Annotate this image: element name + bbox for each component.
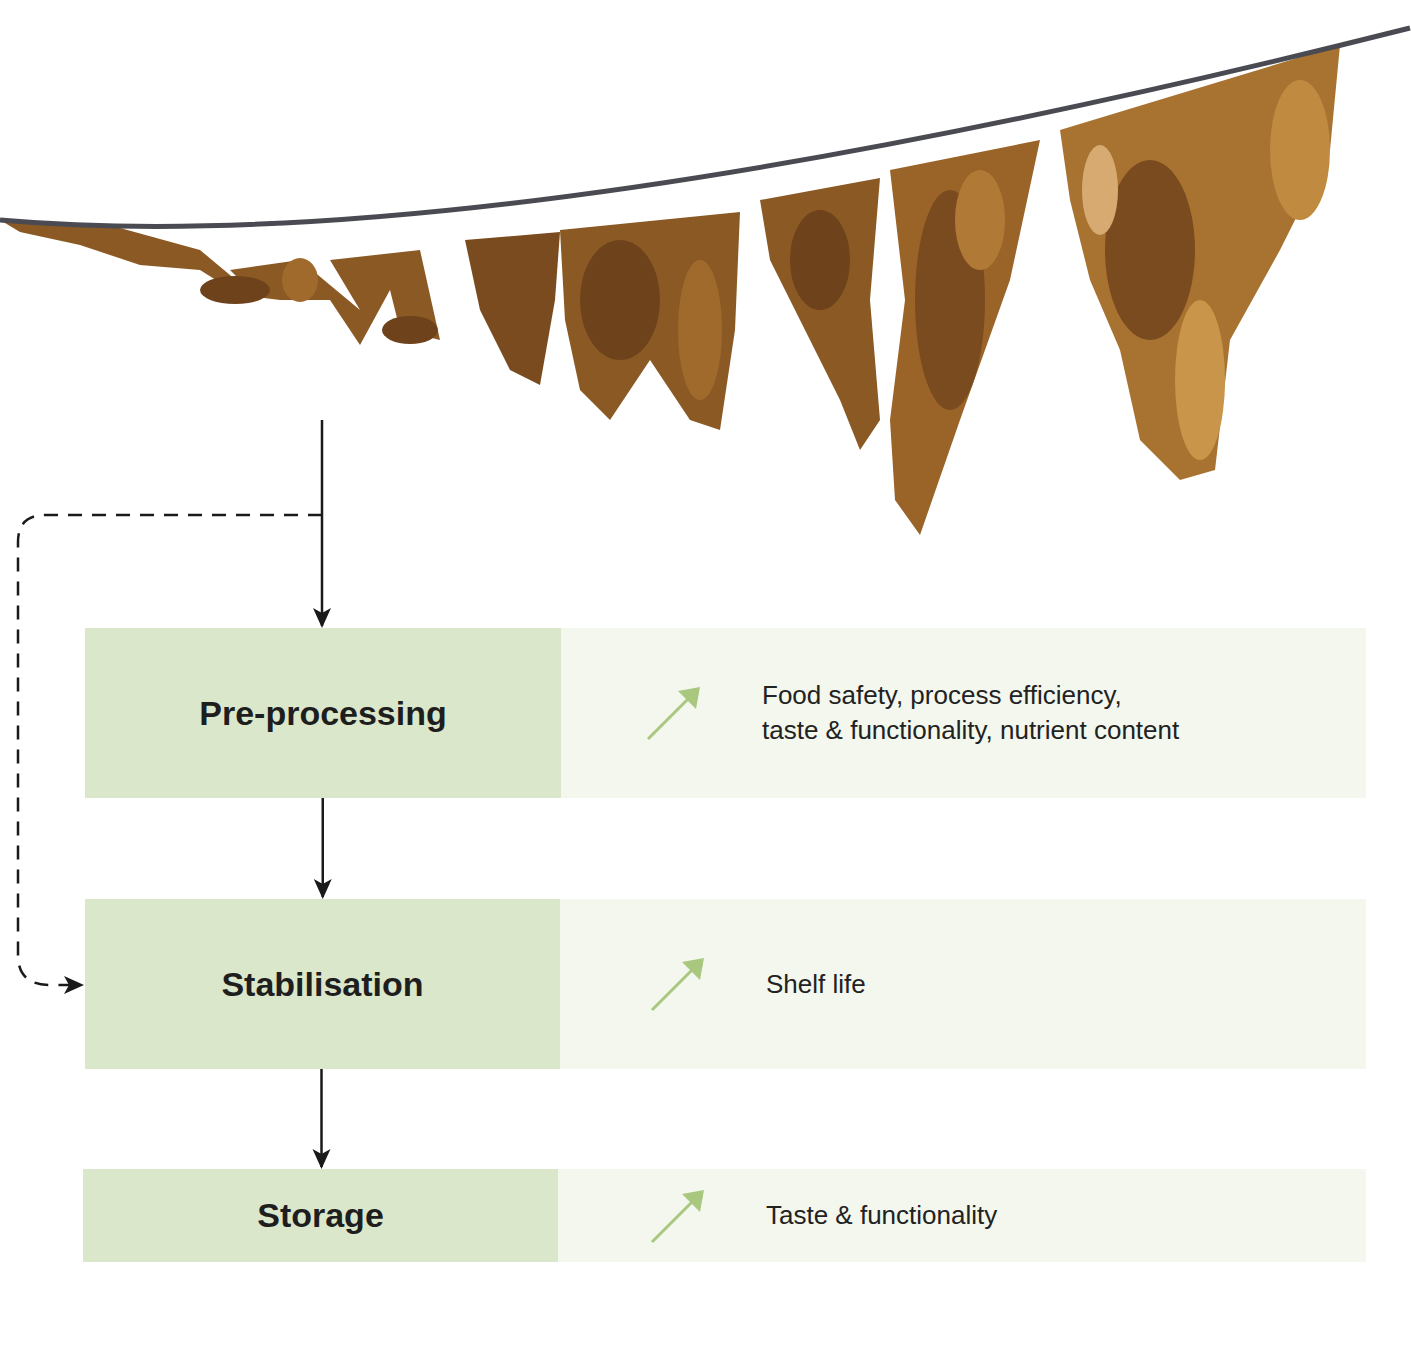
outcome-text: Food safety, process efficiency, taste &… xyxy=(762,678,1322,748)
seaweed-illustration xyxy=(0,45,1340,535)
outcome-panel: Food safety, process efficiency, taste &… xyxy=(561,628,1366,798)
process-box: Pre-processing xyxy=(85,628,561,798)
process-box: Stabilisation xyxy=(85,899,560,1069)
stage-label: Stabilisation xyxy=(221,965,423,1004)
outcome-text: Shelf life xyxy=(766,967,1326,1002)
arrow-head xyxy=(678,687,700,709)
increase-arrow-icon xyxy=(644,683,704,743)
process-box: Storage xyxy=(83,1169,558,1262)
increase-arrow-icon xyxy=(648,954,708,1014)
flow-arrow xyxy=(320,1069,323,1167)
arrow-head xyxy=(682,958,704,980)
flow-arrow xyxy=(322,798,325,897)
increase-arrow-icon xyxy=(648,1186,708,1246)
rope-line xyxy=(0,28,1410,226)
outcome-panel: Taste & functionality xyxy=(558,1169,1366,1262)
outcome-text: Taste & functionality xyxy=(766,1198,1326,1233)
outcome-panel: Shelf life xyxy=(560,899,1366,1069)
stage-label: Storage xyxy=(257,1196,384,1235)
arrow-head xyxy=(682,1190,704,1212)
input-arrow xyxy=(321,420,324,626)
stage-label: Pre-processing xyxy=(199,694,447,733)
